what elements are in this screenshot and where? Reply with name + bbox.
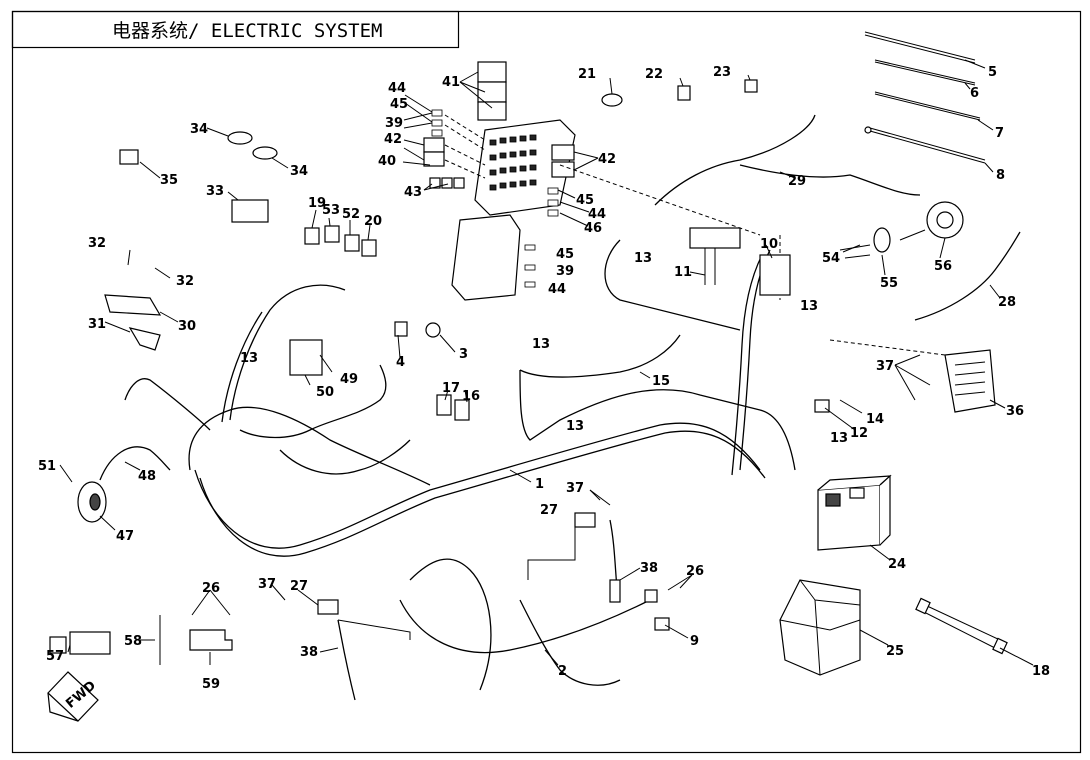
callout-13-c: 13 (532, 337, 550, 352)
callout-44-c: 44 (548, 282, 566, 297)
callout-30: 30 (178, 319, 196, 334)
callout-17: 17 (442, 381, 460, 396)
callout-32-b: 32 (176, 274, 194, 289)
callout-4: 4 (396, 355, 405, 370)
battery-bracket (779, 579, 861, 676)
callout-56: 56 (934, 259, 952, 274)
callout-15: 15 (652, 374, 670, 389)
callout-25: 25 (886, 644, 904, 659)
callout-31: 31 (88, 317, 106, 332)
callout-28: 28 (998, 295, 1016, 310)
callout-1: 1 (535, 477, 544, 492)
callout-48: 48 (138, 469, 156, 484)
callout-40: 40 (378, 154, 396, 169)
callout-13-b: 13 (240, 351, 258, 366)
callout-45-c: 45 (556, 247, 574, 262)
callout-47: 47 (116, 529, 134, 544)
diagram-title: 电器系统/ ELECTRIC SYSTEM (112, 20, 382, 42)
callout-46: 46 (584, 221, 602, 236)
callout-32-a: 32 (88, 236, 106, 251)
callout-12: 12 (850, 426, 868, 441)
callout-3: 3 (459, 347, 468, 362)
horn (77, 446, 171, 523)
callout-23: 23 (713, 65, 731, 80)
callout-38-b: 38 (300, 645, 318, 660)
ecu-module (829, 339, 996, 413)
callout-13-e: 13 (800, 299, 818, 314)
callout-58: 58 (124, 634, 142, 649)
battery (817, 474, 892, 551)
callout-37-b: 37 (566, 481, 584, 496)
callout-14: 14 (866, 412, 884, 427)
ignition-switch-assembly (839, 201, 964, 259)
callout-42-a: 42 (384, 132, 402, 147)
callout-49: 49 (340, 372, 358, 387)
callout-35: 35 (160, 173, 178, 188)
callout-2: 2 (558, 664, 567, 679)
callout-34-b: 34 (290, 164, 308, 179)
callout-55: 55 (880, 276, 898, 291)
callout-18: 18 (1032, 664, 1050, 679)
fuse-relay-box (423, 61, 781, 301)
callout-19: 19 (308, 196, 326, 211)
callout-37-a: 37 (876, 359, 894, 374)
callout-22: 22 (645, 67, 663, 82)
callout-21: 21 (578, 67, 596, 82)
callout-24: 24 (888, 557, 906, 572)
callout-52: 52 (342, 207, 360, 222)
callout-6: 6 (970, 86, 979, 101)
callout-34-a: 34 (190, 122, 208, 137)
callout-26-a: 26 (202, 581, 220, 596)
callout-39-a: 39 (385, 116, 403, 131)
callout-11: 11 (674, 265, 692, 280)
callout-39-b: 39 (556, 264, 574, 279)
callout-5: 5 (988, 65, 997, 80)
callout-45-a: 45 (390, 97, 408, 112)
callout-8: 8 (996, 168, 1005, 183)
callout-44-a: 44 (388, 81, 406, 96)
outer-frame (11, 10, 1082, 754)
callout-38-a: 38 (640, 561, 658, 576)
callout-9: 9 (690, 634, 699, 649)
callout-59: 59 (202, 677, 220, 692)
callout-41: 41 (442, 75, 460, 90)
callout-16: 16 (462, 389, 480, 404)
ground-cable (915, 597, 1008, 655)
fwd-arrow: FWD (47, 671, 99, 722)
callout-53: 53 (322, 203, 340, 218)
callout-10: 10 (760, 237, 778, 252)
callout-51: 51 (38, 459, 56, 474)
callout-7: 7 (995, 126, 1004, 141)
leader-lines (59, 59, 1034, 666)
callout-57: 57 (46, 649, 64, 664)
callout-44-b: 44 (588, 207, 606, 222)
callout-42-b: 42 (598, 152, 616, 167)
cables-5-8 (864, 31, 986, 164)
callout-27-a: 27 (540, 503, 558, 518)
callout-labels: 1 2 3 4 5 6 7 8 9 10 11 12 13 13 13 13 1… (38, 65, 1050, 692)
callout-13-a: 13 (634, 251, 652, 266)
main-wire-harness (124, 114, 1021, 701)
callout-45-b: 45 (576, 193, 594, 208)
callout-36: 36 (1006, 404, 1024, 419)
callout-33: 33 (206, 184, 224, 199)
callout-20: 20 (364, 214, 382, 229)
title-box (11, 10, 460, 49)
callout-13-d: 13 (566, 419, 584, 434)
callout-37-c: 37 (258, 577, 276, 592)
callout-43: 43 (404, 185, 422, 200)
callout-13-f: 13 (830, 431, 848, 446)
callout-50: 50 (316, 385, 334, 400)
callout-26-b: 26 (686, 564, 704, 579)
misc-components (49, 79, 830, 665)
callout-27-b: 27 (290, 579, 308, 594)
callout-54: 54 (822, 251, 840, 266)
callout-29: 29 (788, 174, 806, 189)
